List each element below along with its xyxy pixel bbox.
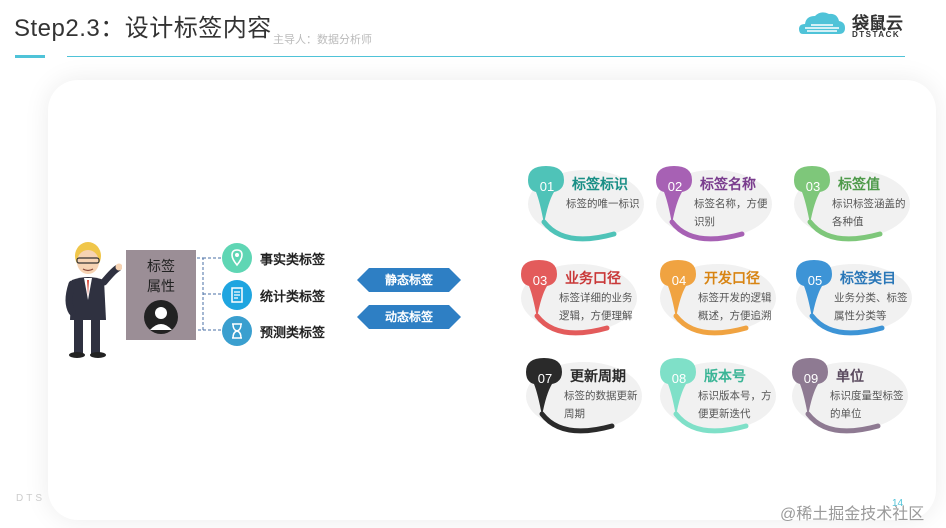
card-title: 更新周期 (570, 368, 626, 384)
card-number: 03 (805, 179, 821, 194)
tag-card-3: 03 标签值标识标签涵盖的各种值 (790, 162, 910, 252)
card-title: 标签类目 (840, 270, 896, 286)
card-blob-icon (526, 358, 642, 434)
card-number: 09 (803, 371, 819, 386)
card-blob-icon (796, 260, 912, 336)
logo-subtext: DTSTACK (852, 30, 901, 39)
card-blob-icon (528, 166, 644, 242)
content-panel (48, 80, 936, 520)
tag-attribute-box: 标签 属性 (126, 250, 196, 340)
static-tag-arrow (357, 268, 461, 292)
page-title: Step2.3：设计标签内容 (14, 15, 272, 42)
card-description: 标识度量型标签的单位 (830, 390, 904, 420)
logo-text: 袋鼠云 (852, 14, 903, 33)
card-description: 标签名称，方便识别 (694, 198, 768, 228)
site-watermark: @稀土掘金技术社区 (780, 506, 925, 523)
card-blob-icon (660, 260, 776, 336)
dtstack-logo: 袋鼠云 DTSTACK (797, 8, 909, 44)
card-blob-icon (521, 260, 637, 336)
card-title: 标签标识 (572, 176, 628, 192)
tag-card-5: 04 开发口径标签开发的逻辑概述，方便追溯 (656, 256, 776, 346)
card-blob-icon (792, 358, 908, 434)
category-label: 统计类标签 (260, 289, 326, 304)
category-label: 预测类标签 (260, 325, 326, 340)
card-blob-icon (660, 358, 776, 434)
header-accent-line (15, 55, 45, 58)
page-number: 14 (892, 498, 904, 509)
tag-card-9: 09 单位标识度量型标签的单位 (788, 354, 908, 444)
user-avatar-icon (144, 300, 178, 334)
card-number: 01 (539, 179, 555, 194)
page-subtitle: 主导人：数据分析师 (273, 34, 372, 46)
card-number: 02 (667, 179, 683, 194)
document-icon (222, 280, 252, 310)
card-description: 业务分类、标签属性分类等 (834, 292, 908, 322)
tag-card-2: 02 标签名称标签名称，方便识别 (652, 162, 772, 252)
card-description: 标识版本号，方便更新迭代 (698, 390, 772, 420)
card-title: 版本号 (704, 368, 746, 384)
businessman-icon (65, 242, 122, 358)
tag-card-8: 08 版本号标识版本号，方便更新迭代 (656, 354, 776, 444)
card-blob-icon (794, 166, 910, 242)
cloud-logo-icon (799, 12, 845, 34)
footer-watermark: DTS (16, 493, 45, 504)
static-tag-label: 静态标签 (384, 273, 433, 287)
header-divider (67, 56, 905, 57)
card-description: 标签的唯一标识 (566, 198, 640, 210)
card-description: 标签详细的业务逻辑，方便理解 (559, 292, 633, 322)
card-title: 业务口径 (565, 270, 621, 286)
location-pin-icon (222, 243, 252, 273)
card-number: 03 (532, 273, 548, 288)
tag-card-6: 05 标签类目业务分类、标签属性分类等 (792, 256, 912, 346)
dynamic-tag-arrow (357, 305, 461, 329)
tag-card-4: 03 业务口径标签详细的业务逻辑，方便理解 (517, 256, 637, 346)
card-description: 标签的数据更新周期 (564, 390, 638, 420)
card-title: 标签名称 (700, 176, 756, 192)
card-number: 04 (671, 273, 687, 288)
tag-card-7: 07 更新周期标签的数据更新周期 (522, 354, 642, 444)
card-number: 08 (671, 371, 687, 386)
category-label: 事实类标签 (260, 252, 326, 267)
card-blob-icon (656, 166, 772, 242)
card-description: 标识标签涵盖的各种值 (832, 198, 906, 228)
card-title: 开发口径 (704, 270, 760, 286)
tag-card-1: 01 标签标识标签的唯一标识 (524, 162, 644, 252)
hourglass-icon (222, 316, 252, 346)
tag-attribute-label: 标签 属性 (147, 258, 175, 294)
card-title: 单位 (836, 368, 864, 384)
card-description: 标签开发的逻辑概述，方便追溯 (698, 292, 772, 322)
dashed-connector (197, 257, 223, 331)
card-number: 05 (807, 273, 823, 288)
dynamic-tag-label: 动态标签 (384, 310, 433, 324)
card-title: 标签值 (838, 176, 880, 192)
card-number: 07 (537, 371, 553, 386)
